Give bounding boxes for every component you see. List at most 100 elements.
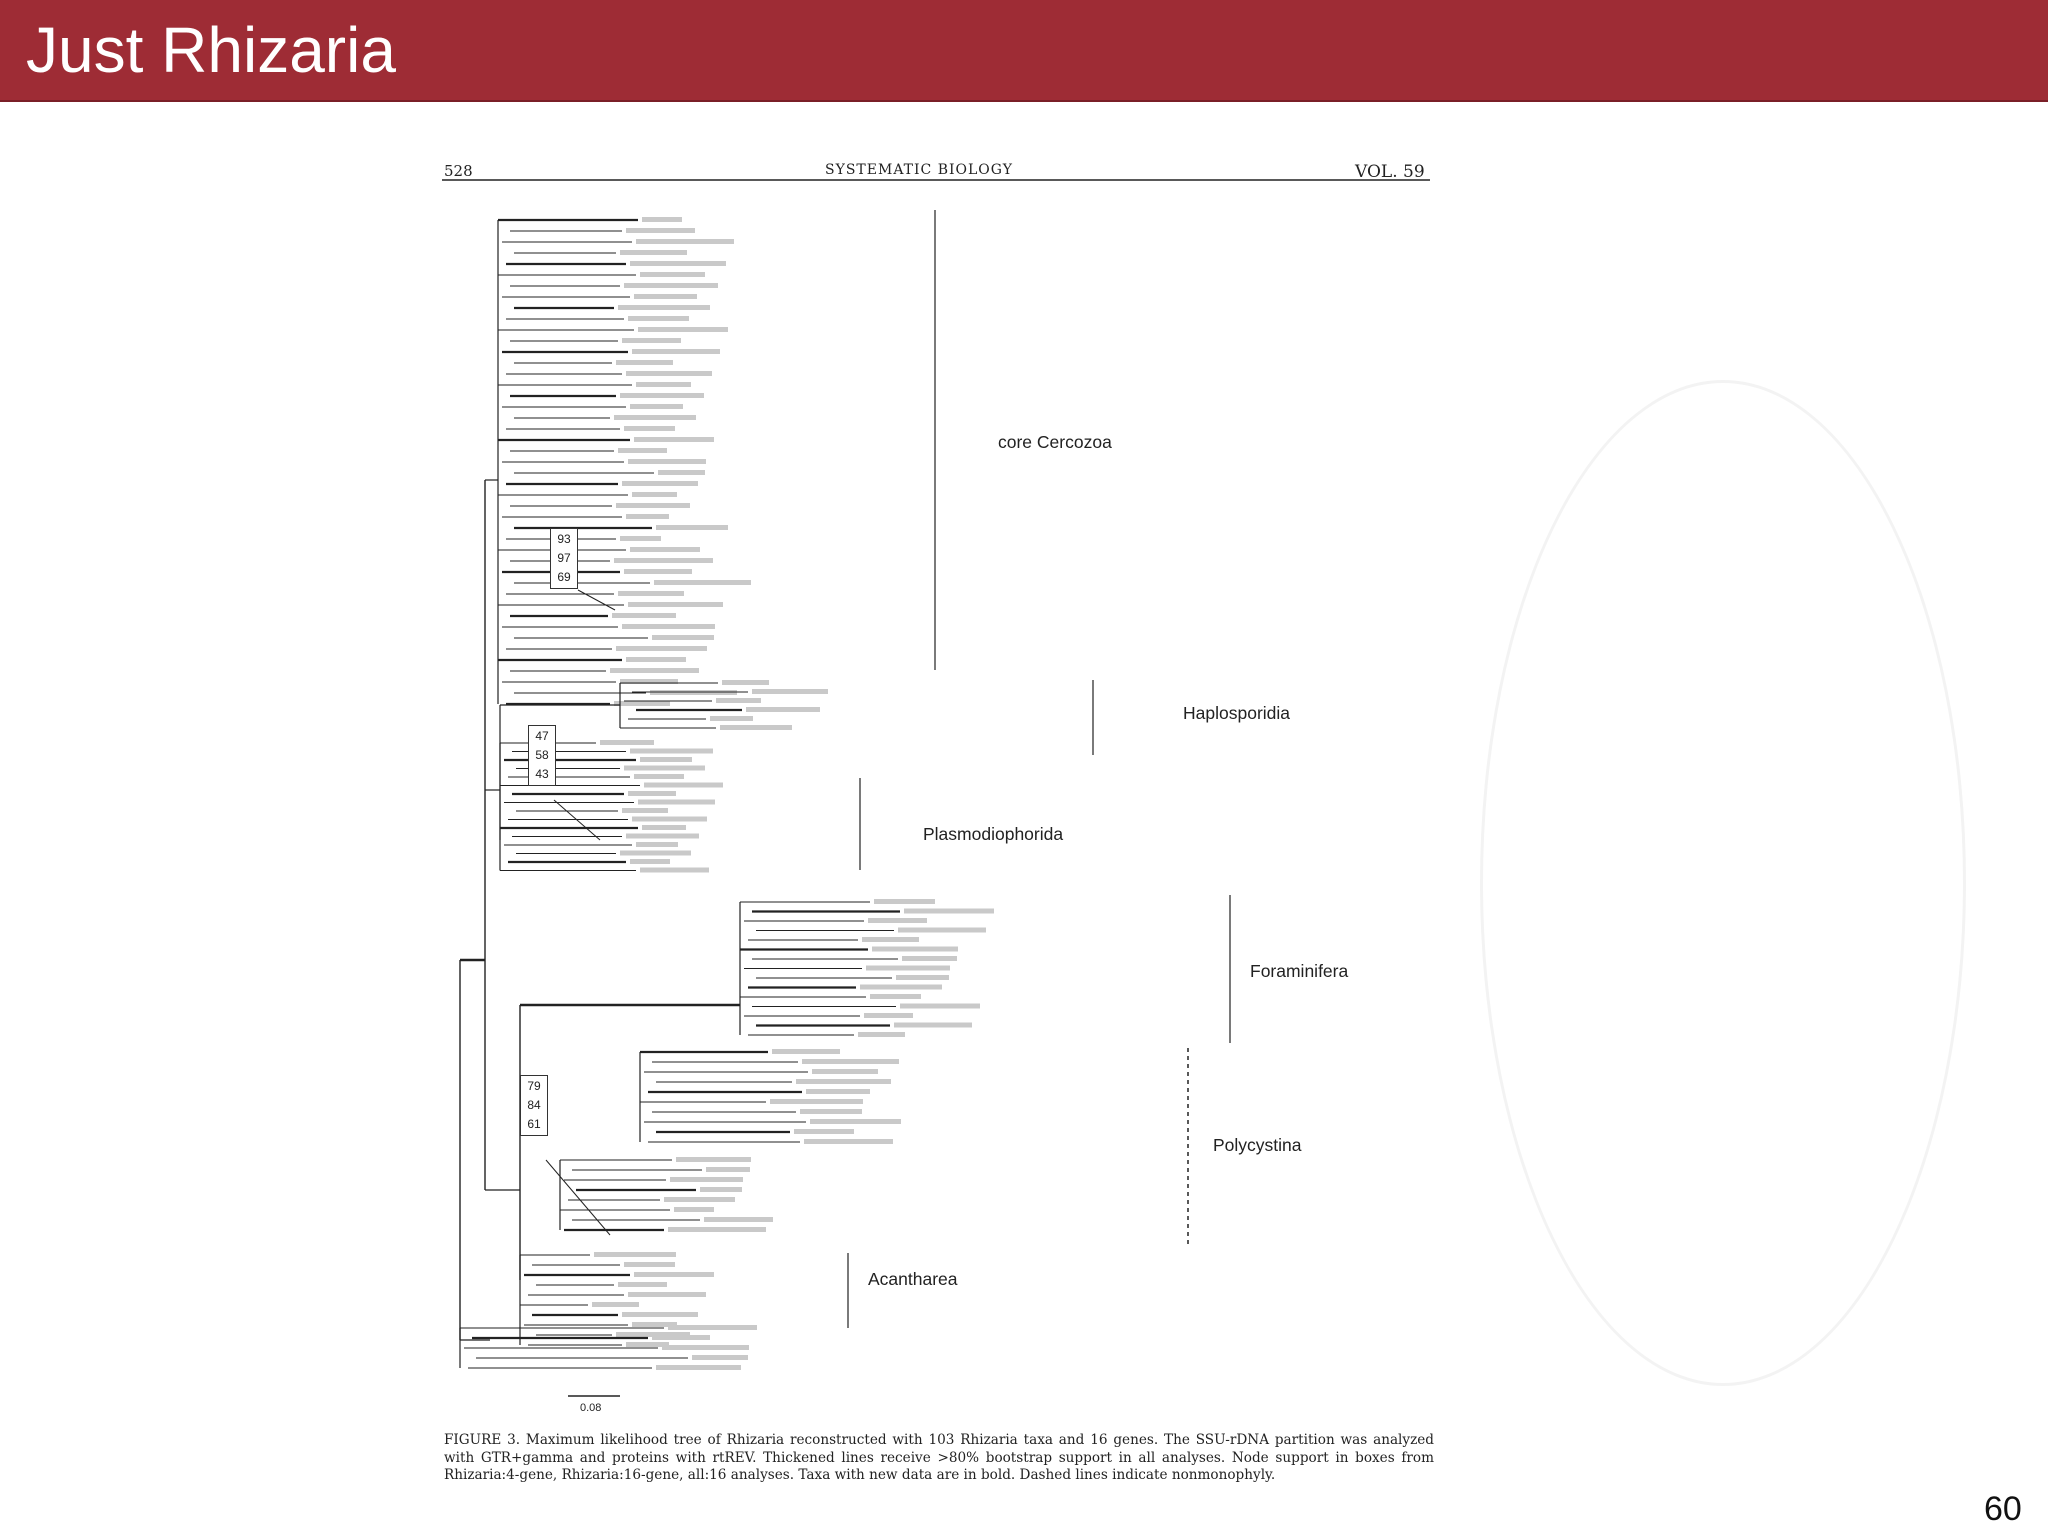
illegible-taxon-label [864,1013,913,1018]
illegible-taxon-label [668,1325,757,1330]
illegible-taxon-label [640,757,692,762]
illegible-taxon-label [642,825,686,830]
illegible-taxon-label [622,338,681,343]
illegible-taxon-label [626,371,712,376]
illegible-taxon-label [642,217,682,222]
illegible-taxon-label [628,1292,706,1297]
illegible-taxon-label [626,657,686,662]
illegible-taxon-label [746,707,820,712]
figure-page-number: 528 [444,162,473,180]
illegible-taxon-label [624,1262,675,1267]
illegible-taxon-label [794,1129,854,1134]
slide-number: 60 [1984,1490,2022,1528]
illegible-taxon-label [704,1217,773,1222]
illegible-taxon-label [654,580,751,585]
illegible-taxon-label [632,1322,677,1327]
illegible-taxon-label [618,305,710,310]
illegible-taxon-label [862,937,919,942]
illegible-taxon-label [620,536,661,541]
illegible-taxon-label [872,946,958,952]
illegible-taxon-label [594,1252,676,1257]
tree-drawing [442,179,1430,1397]
illegible-taxon-label [628,791,676,796]
illegible-taxon-label [692,1355,748,1360]
illegible-taxon-label [610,668,699,673]
illegible-taxon-label [640,867,709,873]
support-value: 79 [527,1079,541,1093]
illegible-taxon-label [628,459,706,464]
support-value: 93 [557,532,571,546]
illegible-taxon-label [668,1227,766,1232]
illegible-taxon-label [900,1003,980,1009]
illegible-taxon-label [874,899,935,904]
figure-caption: FIGURE 3. Maximum likelihood tree of Rhi… [444,1432,1434,1483]
support-value: 69 [557,570,571,584]
illegible-taxon-label [620,393,704,398]
illegible-taxon-label [752,689,828,694]
illegible-taxon-label [634,1272,714,1277]
illegible-taxon-label [804,1139,893,1144]
illegible-taxon-label [904,908,994,914]
illegible-taxon-label [644,782,723,788]
illegible-taxon-label [618,1282,667,1287]
illegible-taxon-label [626,1342,669,1347]
illegible-taxon-label [868,918,927,923]
background-ghost-circle [1480,380,1966,1386]
illegible-taxon-label [652,1335,710,1340]
illegible-taxon-label [636,239,734,244]
illegible-taxon-label [656,525,728,530]
illegible-taxon-label [612,613,676,618]
illegible-taxon-label [628,602,723,607]
illegible-taxon-label [800,1109,862,1114]
illegible-taxon-label [634,774,684,779]
illegible-taxon-label [616,503,690,508]
illegible-taxon-label [812,1069,878,1074]
illegible-taxon-label [600,740,654,745]
illegible-taxon-label [624,426,675,431]
illegible-taxon-label [640,272,705,277]
node-support-box: 93 97 69 [550,528,578,589]
illegible-taxon-label [632,492,677,497]
support-box-connector [553,799,601,841]
illegible-taxon-label [630,547,700,552]
illegible-taxon-label [632,349,720,354]
support-box-connector [577,589,616,611]
support-value: 43 [535,767,549,781]
illegible-taxon-label [632,816,707,822]
illegible-taxon-label [634,437,714,442]
illegible-taxon-label [674,1207,714,1212]
illegible-taxon-label [620,250,687,255]
clade-label-foraminifera: Foraminifera [1250,961,1349,981]
illegible-taxon-label [626,833,699,839]
illegible-taxon-label [700,1187,742,1192]
illegible-taxon-label [896,975,949,980]
illegible-taxon-label [622,481,698,486]
illegible-taxon-label [638,799,715,805]
illegible-taxon-label [638,327,728,332]
figure-volume: VOL. 59 [1355,162,1425,182]
illegible-taxon-label [860,984,942,990]
illegible-taxon-label [624,283,718,288]
illegible-taxon-label [592,1302,639,1307]
illegible-taxon-label [614,701,670,706]
support-value: 61 [527,1117,541,1131]
illegible-taxon-label [624,569,692,574]
illegible-taxon-label [664,1197,735,1202]
illegible-taxon-label [624,765,705,771]
illegible-taxon-label [630,404,683,409]
support-value: 84 [527,1098,541,1112]
illegible-taxon-label [676,1157,751,1162]
clade-label-polycystina: Polycystina [1213,1135,1302,1155]
illegible-taxon-label [662,1345,749,1350]
figure-journal-name: SYSTEMATIC BIOLOGY [825,162,1013,178]
illegible-taxon-label [622,1312,698,1317]
illegible-taxon-label [616,360,673,365]
illegible-taxon-label [614,415,696,420]
support-box-connector [545,1159,611,1236]
illegible-taxon-label [622,624,715,629]
support-value: 97 [557,551,571,565]
slide-title: Just Rhizaria [26,14,396,86]
illegible-taxon-label [722,680,769,685]
illegible-taxon-label [670,1177,743,1182]
illegible-taxon-label [614,558,713,563]
